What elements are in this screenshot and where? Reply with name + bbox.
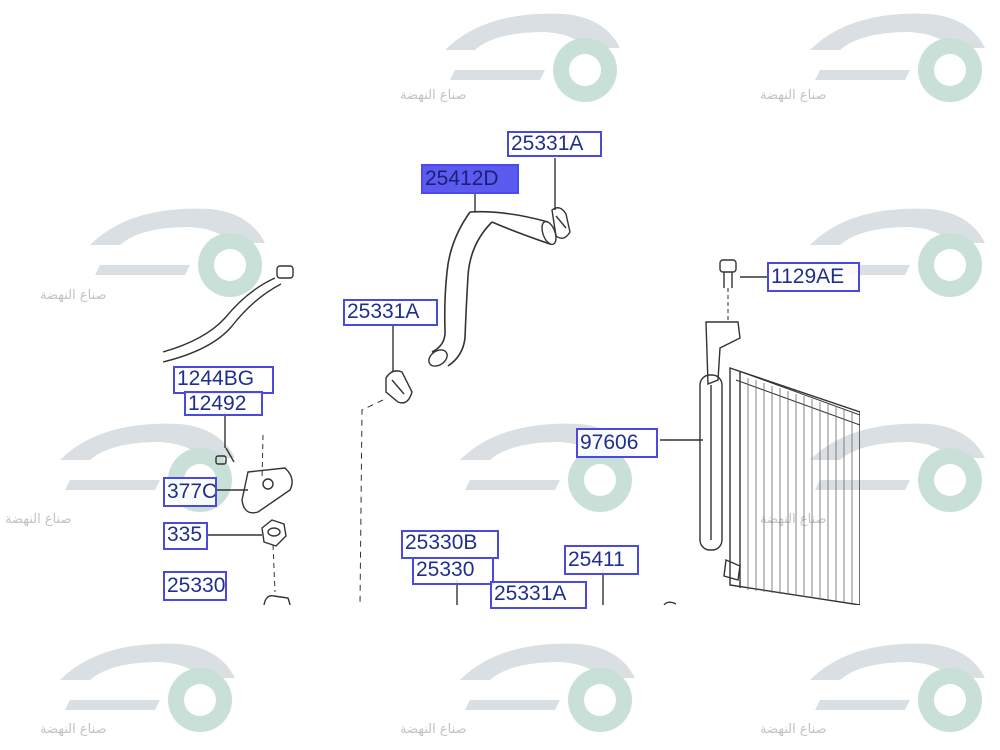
part-label-25331A-bottom[interactable]: 25331A (490, 581, 587, 609)
watermark-logo-icon (790, 410, 990, 520)
part-label-25330B[interactable]: 25330B (401, 530, 499, 559)
bracket (241, 467, 293, 514)
part-label-25331A-top[interactable]: 25331A (507, 131, 602, 157)
watermark-logo-icon (40, 630, 240, 740)
watermark-logo-icon (425, 0, 625, 110)
watermark-text: صناع النهضة (400, 88, 467, 103)
part-label-3770[interactable]: 377C (163, 477, 217, 507)
part-label-25411[interactable]: 25411 (564, 545, 639, 575)
watermark-logo-icon (440, 630, 640, 740)
hose-clamp-left (385, 370, 413, 404)
part-label-97606[interactable]: 97606 (576, 428, 658, 458)
condenser (699, 321, 860, 605)
watermark-logo-icon (70, 195, 270, 305)
part-label-25412D[interactable]: 25412D (421, 164, 519, 194)
watermark-text: صناع النهضة (760, 722, 827, 737)
bolt (215, 447, 235, 465)
pipe-left (163, 265, 294, 363)
part-label-1244BG[interactable]: 1244BG (173, 366, 274, 394)
nut (261, 519, 287, 547)
watermark-text: صناع النهضة (5, 512, 72, 527)
watermark-text: صناع النهضة (40, 722, 107, 737)
part-label-25331A-left[interactable]: 25331A (343, 299, 438, 326)
watermark-logo-icon (790, 630, 990, 740)
upper-hose (428, 210, 557, 367)
watermark-text: صناع النهضة (760, 512, 827, 527)
part-label-25330[interactable]: 25330 (412, 557, 494, 585)
hose-clamp-top (551, 207, 571, 239)
part-label-1129AE[interactable]: 1129AE (767, 262, 860, 292)
watermark-text: صناع النهضة (760, 88, 827, 103)
watermark-text: صناع النهضة (40, 288, 107, 303)
part-label-25330-left[interactable]: 25330 (163, 571, 227, 601)
part-label-335[interactable]: 335 (163, 522, 208, 550)
bolt-top (719, 259, 737, 320)
watermark-text: صناع النهضة (400, 722, 467, 737)
watermark-logo-icon (790, 0, 990, 110)
part-label-12492[interactable]: 12492 (184, 391, 263, 416)
